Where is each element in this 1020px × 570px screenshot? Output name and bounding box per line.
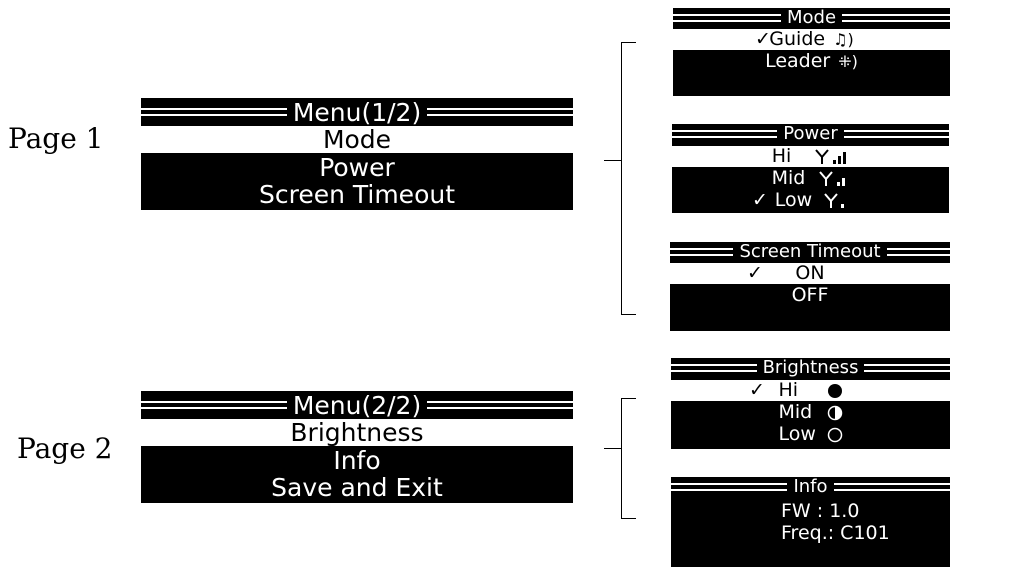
signal-strength-high-icon (815, 148, 849, 165)
brightness-title: Brightness (762, 358, 859, 378)
menu-2-title-bar: Menu(2/2) (141, 391, 573, 419)
menu-page-1-screen: Menu(1/2) Mode Power Screen Timeout (141, 98, 573, 210)
menu-item-brightness-label: Brightness (290, 418, 424, 447)
mode-title-bar: Mode (673, 8, 950, 28)
mode-title: Mode (786, 8, 837, 28)
mode-option-leader[interactable]: Leader ⁜) (673, 51, 950, 72)
menu-item-power-label: Power (319, 153, 395, 182)
menu-1-title-bar: Menu(1/2) (141, 98, 573, 126)
page-1-label: Page 1 (8, 122, 104, 155)
menu-item-brightness[interactable]: Brightness (141, 419, 573, 446)
brightness-option-low[interactable]: Low (671, 424, 950, 445)
screen-timeout-title: Screen Timeout (739, 242, 881, 262)
connector-page-1 (604, 160, 621, 161)
power-option-mid-label: Mid (771, 167, 806, 189)
timeout-option-off[interactable]: OFF (670, 285, 950, 306)
checkmark-icon: ✓ (747, 262, 763, 284)
menu-item-save-and-exit-label: Save and Exit (271, 473, 443, 502)
menu-item-mode-label: Mode (322, 125, 392, 154)
brightness-title-bar: Brightness (671, 358, 950, 378)
music-note-icon: ♫) (833, 29, 854, 49)
info-title-bar: Info (671, 477, 950, 497)
brightness-option-mid-label: Mid (778, 401, 813, 423)
broadcast-icon: ⁜) (838, 51, 858, 71)
info-title: Info (793, 477, 828, 497)
info-frequency: Freq.: C101 (781, 522, 890, 544)
power-option-low-label: Low (774, 189, 813, 211)
menu-1-title: Menu(1/2) (292, 98, 422, 127)
brightness-option-hi[interactable]: ✓ Hi (671, 380, 950, 401)
bracket-page-2 (621, 398, 636, 519)
menu-item-mode[interactable]: Mode (141, 126, 573, 153)
power-option-hi[interactable]: Hi (672, 146, 949, 167)
brightness-low-icon (827, 427, 843, 443)
checkmark-icon: ✓ (749, 379, 765, 401)
checkmark-icon: ✓ (755, 28, 771, 50)
screen-timeout-screen: Screen Timeout ✓ ON OFF (670, 242, 950, 331)
menu-item-info-label: Info (333, 446, 381, 475)
power-option-mid[interactable]: Mid (672, 168, 949, 189)
mode-option-leader-label: Leader (765, 50, 831, 72)
menu-2-title: Menu(2/2) (292, 391, 422, 420)
menu-item-screen-timeout-label: Screen Timeout (258, 180, 456, 209)
menu-item-power[interactable]: Power (141, 154, 573, 181)
power-option-hi-label: Hi (771, 145, 792, 167)
brightness-half-icon (827, 405, 843, 421)
brightness-option-mid[interactable]: Mid (671, 402, 950, 423)
mode-option-guide-label: Guide (769, 28, 826, 50)
mode-screen: Mode ✓ Guide ♫) Leader ⁜) (673, 8, 950, 96)
checkmark-icon: ✓ (752, 189, 768, 211)
power-title-bar: Power (672, 124, 949, 144)
connector-page-2 (604, 448, 621, 449)
brightness-option-low-label: Low (778, 423, 816, 445)
signal-strength-low-icon (824, 192, 846, 209)
timeout-option-on[interactable]: ✓ ON (670, 263, 950, 284)
screen-timeout-title-bar: Screen Timeout (670, 242, 950, 262)
menu-item-info[interactable]: Info (141, 447, 573, 474)
power-option-low[interactable]: ✓ Low (672, 190, 949, 211)
brightness-full-icon (827, 383, 843, 399)
menu-item-save-and-exit[interactable]: Save and Exit (141, 474, 573, 501)
info-screen: Info FW : 1.0 Freq.: C101 (671, 477, 950, 567)
power-title: Power (783, 124, 838, 144)
menu-item-screen-timeout[interactable]: Screen Timeout (141, 181, 573, 208)
brightness-screen: Brightness ✓ Hi Mid Low (671, 358, 950, 449)
brightness-option-hi-label: Hi (778, 379, 799, 401)
page-2-label: Page 2 (17, 432, 113, 465)
info-firmware-version: FW : 1.0 (781, 500, 860, 522)
power-screen: Power Hi Mid ✓ Low (672, 124, 949, 213)
mode-option-guide[interactable]: ✓ Guide ♫) (673, 29, 950, 50)
menu-page-2-screen: Menu(2/2) Brightness Info Save and Exit (141, 391, 573, 503)
timeout-option-off-label: OFF (791, 284, 829, 306)
timeout-option-on-label: ON (795, 262, 825, 284)
signal-strength-mid-icon (819, 170, 849, 187)
bracket-page-1 (621, 42, 636, 315)
